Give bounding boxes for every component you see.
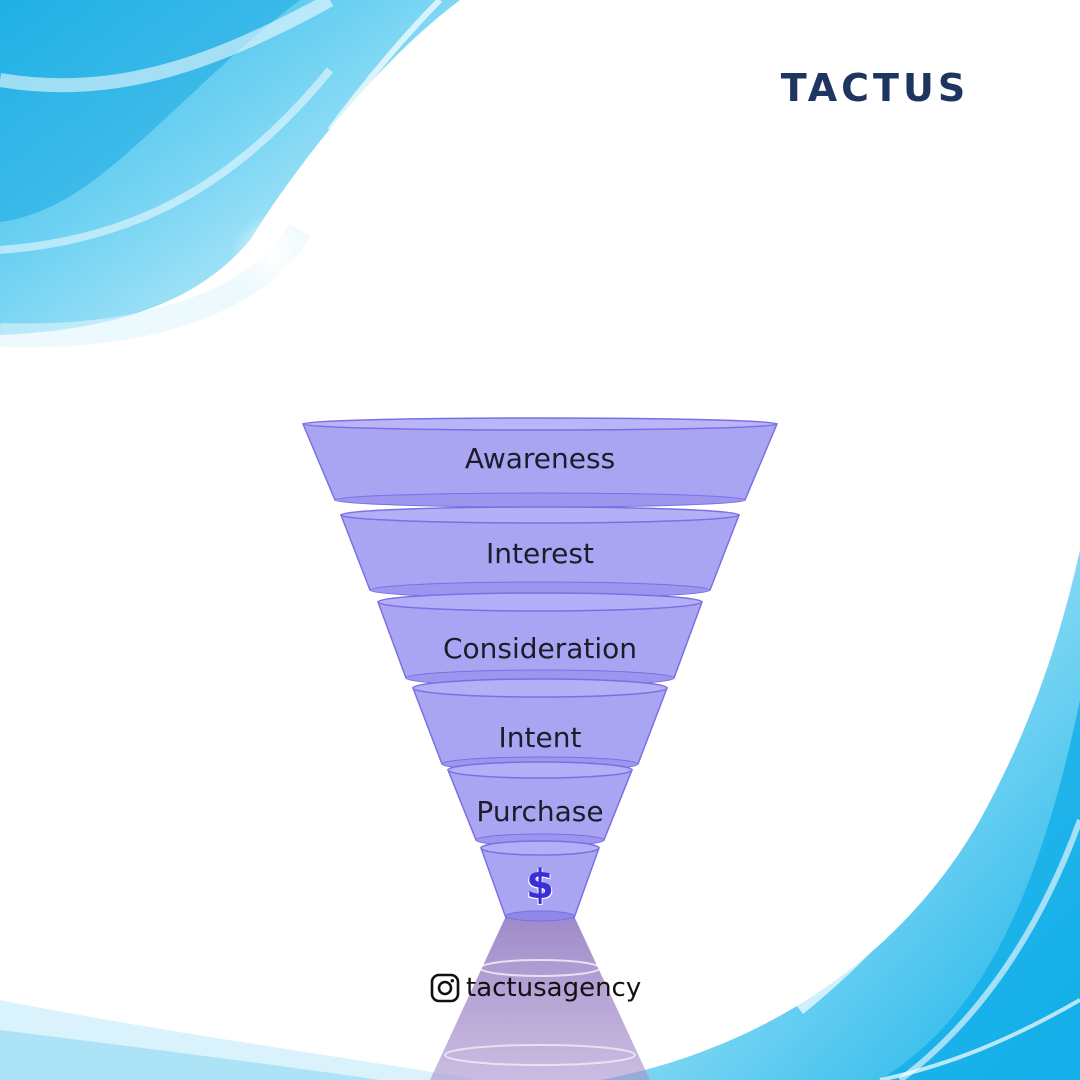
wave-decoration-bottom-left <box>0 1000 480 1080</box>
stage-label-interest: Interest <box>486 537 594 570</box>
stage-label-consideration: Consideration <box>442 632 638 665</box>
funnel-stage-consideration <box>376 592 704 687</box>
instagram-handle: tactusagency <box>466 973 642 1003</box>
stage-label-purchase: Purchase <box>476 795 604 828</box>
wave-decoration-bottom-right <box>600 550 1080 1080</box>
funnel-stage-purchase <box>446 761 634 847</box>
brand-logo: TACTUS <box>780 66 970 110</box>
social-handle[interactable]: tactusagency <box>430 968 641 1008</box>
wave-decoration-top-left <box>0 0 460 348</box>
funnel-tip <box>479 840 601 922</box>
funnel-stage-awareness <box>301 417 779 508</box>
funnel-reflection <box>430 918 650 1080</box>
dollar-icon: $ <box>526 862 554 908</box>
funnel-diagram <box>301 417 779 922</box>
stage-label-intent: Intent <box>498 721 582 754</box>
stage-label-awareness: Awareness <box>464 442 616 475</box>
funnel-stage-interest <box>339 506 741 599</box>
instagram-icon <box>430 973 460 1003</box>
